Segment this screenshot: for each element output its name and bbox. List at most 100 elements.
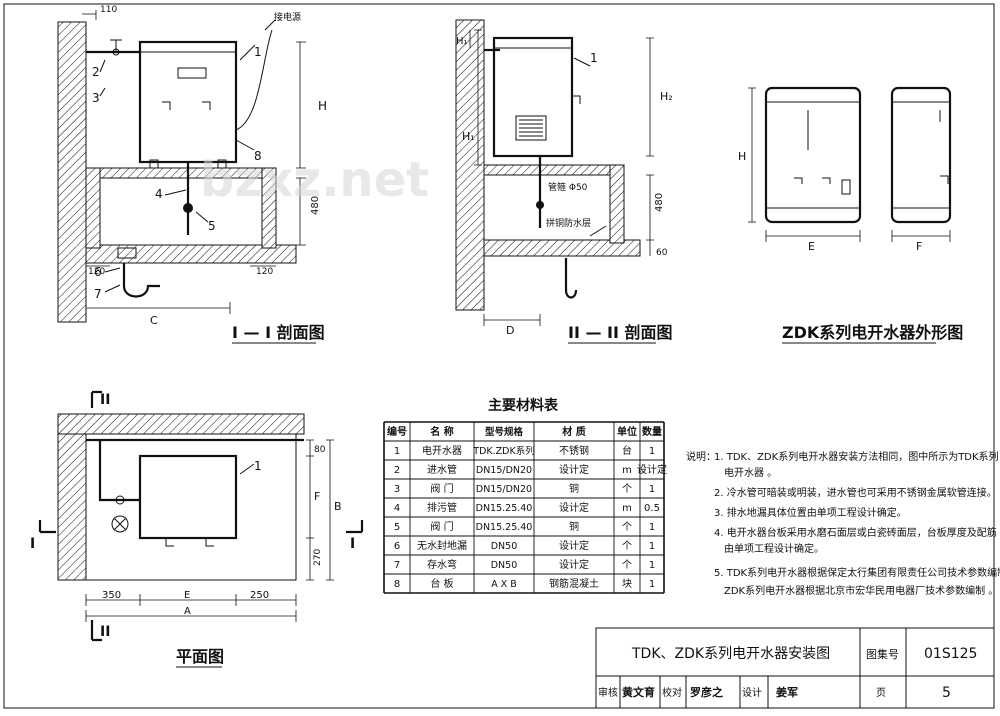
table-cell: m — [622, 465, 632, 476]
check-label: 校对 — [662, 686, 682, 699]
outline-dim-h: H — [738, 150, 746, 163]
table-header-cell: 单位 — [617, 425, 637, 438]
note-line-4: 3. 排水地漏具体位置由单项工程设计确定。 — [714, 506, 907, 519]
plan-dim-250: 250 — [250, 590, 269, 601]
section-1-caption: I — I 剖面图 — [232, 323, 325, 342]
dim-110: 110 — [100, 5, 117, 15]
table-cell: 铜 — [569, 521, 579, 533]
table-cell: 排污管 — [427, 501, 457, 514]
outline-caption: ZDK系列电开水器外形图 — [782, 323, 963, 342]
table-cell: 8 — [394, 579, 400, 590]
table-cell: 个 — [622, 521, 632, 533]
table-cell: DN50 — [491, 560, 518, 571]
table-cell: 3 — [394, 484, 400, 495]
table-cell: 设计定 — [637, 463, 667, 476]
table-header-cell: 材 质 — [562, 425, 585, 438]
watermark: bzxz.net — [200, 152, 429, 208]
dim-h2: H₂ — [660, 90, 673, 103]
table-cell: DN15.25.40 — [476, 503, 533, 514]
plan-mark-i-right: I — [350, 536, 355, 552]
table-cell: 存水弯 — [427, 558, 457, 571]
power-supply-label: 接电源 — [274, 11, 301, 23]
title-block — [595, 627, 995, 709]
reviewer-signature: 黄文育 — [622, 685, 655, 699]
table-cell: 6 — [394, 541, 400, 552]
callout-1-s2: 1 — [590, 51, 598, 65]
table-cell: 钢筋混凝土 — [549, 577, 599, 590]
table-cell: 台 板 — [430, 577, 453, 590]
design-label: 设计 — [742, 686, 762, 699]
callout-3: 3 — [92, 91, 100, 105]
atlas-label: 图集号 — [866, 647, 899, 661]
table-cell: TDK.ZDK系列 — [472, 445, 534, 457]
table-cell: A X B — [491, 579, 517, 590]
slab-hatch — [85, 244, 297, 264]
table-cell: m — [622, 503, 632, 514]
section-2-caption: II — II 剖面图 — [568, 323, 673, 342]
plan-dim-f: F — [314, 490, 320, 503]
callout-5: 5 — [208, 219, 216, 233]
table-cell: 1 — [649, 484, 655, 495]
notes-label: 说明： — [686, 450, 716, 463]
table-cell: 4 — [394, 503, 400, 514]
table-cell: 台 — [622, 444, 632, 457]
table-cell: DN15/DN20 — [476, 465, 532, 476]
review-label: 审核 — [598, 686, 618, 699]
table-cell: 1 — [649, 522, 655, 533]
section-1-view — [57, 10, 306, 323]
table-cell: 个 — [622, 559, 632, 571]
plan-dim-270: 270 — [313, 549, 323, 566]
note-pipe-sleeve: 管箍 Φ50 — [548, 181, 588, 193]
sheet-title: TDK、ZDK系列电开水器安装图 — [631, 646, 830, 662]
table-cell: 5 — [394, 522, 400, 533]
plan-callout-1: 1 — [254, 459, 262, 473]
plan-mark-ii-bottom: II — [100, 624, 110, 640]
table-cell: DN50 — [491, 541, 518, 552]
dim-120-left: 120 — [88, 267, 105, 277]
table-header-cell: 编号 — [387, 425, 407, 438]
table-cell: DN15/DN20 — [476, 484, 532, 495]
note-line-3: 2. 冷水管可暗装或明装，进水管也可采用不锈钢金属软管连接。 — [714, 486, 997, 499]
table-cell: 不锈钢 — [559, 444, 589, 457]
plan-dim-80: 80 — [314, 445, 326, 455]
dim-120-right: 120 — [256, 267, 273, 277]
table-cell: 阀 门 — [430, 482, 453, 495]
table-header-cell: 名 称 — [430, 425, 453, 438]
plan-dim-a: A — [184, 606, 191, 617]
outline-side — [890, 86, 952, 224]
plan-dim-b: B — [334, 500, 342, 513]
table-title: 主要材料表 — [488, 397, 559, 414]
callout-7: 7 — [94, 287, 102, 301]
dim-h: H — [318, 99, 327, 113]
callout-8: 8 — [254, 149, 262, 163]
table-cell: 进水管 — [427, 463, 457, 476]
plan-mark-ii-top: II — [100, 392, 110, 408]
dim-c: C — [150, 314, 158, 327]
dim-60: 60 — [656, 248, 668, 258]
note-line-6: 由单项工程设计确定。 — [724, 542, 824, 555]
table-cell: 设计定 — [559, 463, 589, 476]
outline-front — [764, 86, 862, 224]
page-number: 5 — [942, 685, 951, 701]
heater-side — [492, 36, 574, 158]
designer-signature: 姜军 — [776, 685, 798, 699]
plan-heater — [138, 454, 238, 540]
table-cell: 个 — [622, 540, 632, 552]
dim-480-2: 480 — [654, 193, 665, 212]
dim-h1-top: H₁ — [456, 36, 468, 47]
note-line-2: 电开水器 。 — [724, 466, 777, 479]
table-cell: 设计定 — [559, 539, 589, 552]
table-header-cell: 数量 — [642, 425, 662, 438]
note-line-7: 5. TDK系列电开水器根据保定太行集团有限责任公司技术参数编制， — [714, 566, 1000, 579]
table-cell: 1 — [394, 446, 400, 457]
table-cell: 2 — [394, 465, 400, 476]
table-cell: 设计定 — [559, 558, 589, 571]
table-cell: 阀 门 — [430, 520, 453, 533]
plan-caption: 平面图 — [176, 647, 224, 666]
table-cell: 个 — [622, 483, 632, 495]
table-header-cell: 型号规格 — [485, 426, 524, 438]
callout-2: 2 — [92, 65, 100, 79]
dim-d: D — [506, 324, 514, 337]
